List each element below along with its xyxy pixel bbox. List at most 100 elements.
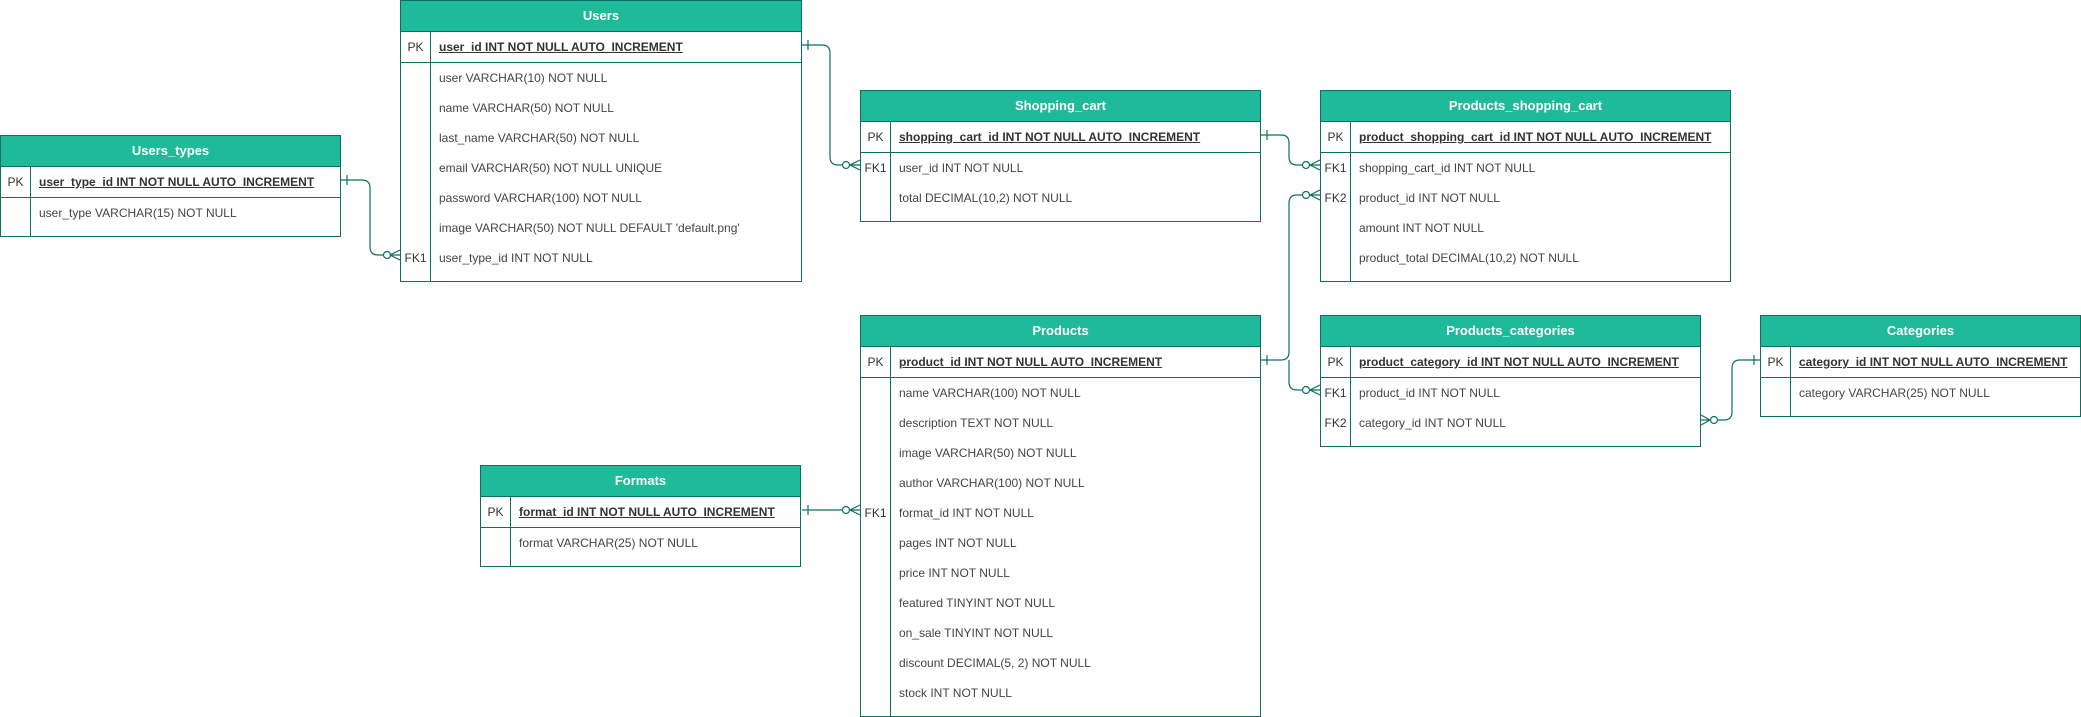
table-row[interactable]: description TEXT NOT NULL bbox=[861, 408, 1260, 438]
connector-users-types-users bbox=[341, 175, 401, 261]
key-label bbox=[401, 63, 430, 93]
key-label bbox=[861, 618, 890, 648]
table-shopping-cart[interactable]: Shopping_cart PK shopping_cart_id INT NO… bbox=[860, 90, 1261, 222]
column-divider bbox=[890, 153, 891, 221]
column-divider bbox=[890, 122, 891, 152]
key-label bbox=[481, 528, 510, 558]
table-formats-pk-row[interactable]: PK format_id INT NOT NULL AUTO_INCREMENT bbox=[481, 497, 800, 528]
key-label bbox=[401, 123, 430, 153]
table-row[interactable]: amount INT NOT NULL bbox=[1321, 213, 1730, 243]
table-row[interactable]: discount DECIMAL(5, 2) NOT NULL bbox=[861, 648, 1260, 678]
column-text: user VARCHAR(10) NOT NULL bbox=[439, 71, 608, 85]
column-divider bbox=[1350, 347, 1351, 377]
pk-column: user_type_id INT NOT NULL AUTO_INCREMENT bbox=[39, 175, 315, 189]
key-label bbox=[861, 183, 890, 213]
pk-label: PK bbox=[867, 130, 884, 144]
table-row[interactable]: last_name VARCHAR(50) NOT NULL bbox=[401, 123, 801, 153]
connector-products-products-shopping-cart bbox=[1261, 189, 1321, 365]
table-products-categories-pk-row[interactable]: PK product_category_id INT NOT NULL AUTO… bbox=[1321, 347, 1700, 378]
table-row[interactable]: password VARCHAR(100) NOT NULL bbox=[401, 183, 801, 213]
pk-column: shopping_cart_id INT NOT NULL AUTO_INCRE… bbox=[899, 130, 1201, 144]
key-label bbox=[861, 528, 890, 558]
table-row[interactable]: user VARCHAR(10) NOT NULL bbox=[401, 63, 801, 93]
table-users-types-pk-row[interactable]: PK user_type_id INT NOT NULL AUTO_INCREM… bbox=[1, 167, 340, 198]
pk-column: product_category_id INT NOT NULL AUTO_IN… bbox=[1359, 355, 1679, 369]
table-products-title: Products bbox=[861, 316, 1260, 347]
table-shopping-cart-pk-row[interactable]: PK shopping_cart_id INT NOT NULL AUTO_IN… bbox=[861, 122, 1260, 153]
pk-label: PK bbox=[1767, 355, 1784, 369]
table-users-types-title: Users_types bbox=[1, 136, 340, 167]
column-text: description TEXT NOT NULL bbox=[899, 416, 1054, 430]
key-label bbox=[861, 588, 890, 618]
column-divider bbox=[1350, 378, 1351, 446]
column-divider bbox=[430, 63, 431, 281]
key-label bbox=[1321, 213, 1350, 243]
connector-users-shopping-cart bbox=[802, 40, 861, 171]
column-text: name VARCHAR(100) NOT NULL bbox=[899, 386, 1081, 400]
table-products-categories[interactable]: Products_categories PK product_category_… bbox=[1320, 315, 1701, 447]
table-row[interactable]: category VARCHAR(25) NOT NULL bbox=[1761, 378, 2080, 408]
table-products-pk-row[interactable]: PK product_id INT NOT NULL AUTO_INCREMEN… bbox=[861, 347, 1260, 378]
table-categories-title: Categories bbox=[1761, 316, 2080, 347]
table-products-shopping-cart-pk-row[interactable]: PK product_shopping_cart_id INT NOT NULL… bbox=[1321, 122, 1730, 153]
connector-shopping-cart-products-shopping-cart bbox=[1261, 130, 1321, 171]
key-label bbox=[1321, 243, 1350, 273]
table-users[interactable]: Users PK user_id INT NOT NULL AUTO_INCRE… bbox=[400, 0, 802, 282]
column-text: user_type VARCHAR(15) NOT NULL bbox=[39, 206, 237, 220]
table-row[interactable]: image VARCHAR(50) NOT NULL DEFAULT 'defa… bbox=[401, 213, 801, 243]
column-divider bbox=[1790, 347, 1791, 377]
table-row[interactable]: featured TINYINT NOT NULL bbox=[861, 588, 1260, 618]
key-label bbox=[401, 93, 430, 123]
key-label: FK1 bbox=[1324, 386, 1347, 400]
table-users-types[interactable]: Users_types PK user_type_id INT NOT NULL… bbox=[0, 135, 341, 237]
key-label bbox=[401, 213, 430, 243]
table-row[interactable]: email VARCHAR(50) NOT NULL UNIQUE bbox=[401, 153, 801, 183]
table-row[interactable]: name VARCHAR(50) NOT NULL bbox=[401, 93, 801, 123]
key-label: FK2 bbox=[1324, 416, 1347, 430]
table-row[interactable]: author VARCHAR(100) NOT NULL bbox=[861, 468, 1260, 498]
column-text: product_id INT NOT NULL bbox=[1359, 191, 1500, 205]
table-row[interactable]: product_total DECIMAL(10,2) NOT NULL bbox=[1321, 243, 1730, 273]
key-label bbox=[1, 198, 30, 228]
table-row[interactable]: price INT NOT NULL bbox=[861, 558, 1260, 588]
key-label bbox=[861, 678, 890, 708]
table-row[interactable]: on_sale TINYINT NOT NULL bbox=[861, 618, 1260, 648]
key-label bbox=[861, 468, 890, 498]
table-row[interactable]: user_type VARCHAR(15) NOT NULL bbox=[1, 198, 340, 228]
column-text: email VARCHAR(50) NOT NULL UNIQUE bbox=[439, 161, 663, 175]
column-text: price INT NOT NULL bbox=[899, 566, 1010, 580]
column-divider bbox=[510, 528, 511, 566]
column-text: amount INT NOT NULL bbox=[1359, 221, 1484, 235]
table-products-shopping-cart[interactable]: Products_shopping_cart PK product_shoppi… bbox=[1320, 90, 1731, 282]
table-formats-title: Formats bbox=[481, 466, 800, 497]
key-label: FK1 bbox=[864, 506, 887, 520]
table-row[interactable]: stock INT NOT NULL bbox=[861, 678, 1260, 708]
key-label bbox=[861, 558, 890, 588]
table-row[interactable]: pages INT NOT NULL bbox=[861, 528, 1260, 558]
table-row[interactable]: name VARCHAR(100) NOT NULL bbox=[861, 378, 1260, 408]
table-categories[interactable]: Categories PK category_id INT NOT NULL A… bbox=[1760, 315, 2081, 417]
table-products[interactable]: Products PK product_id INT NOT NULL AUTO… bbox=[860, 315, 1261, 717]
column-divider bbox=[30, 167, 31, 197]
column-text: category VARCHAR(25) NOT NULL bbox=[1799, 386, 1990, 400]
table-row[interactable]: total DECIMAL(10,2) NOT NULL bbox=[861, 183, 1260, 213]
table-users-pk-row[interactable]: PK user_id INT NOT NULL AUTO_INCREMENT bbox=[401, 32, 801, 63]
column-divider bbox=[30, 198, 31, 236]
column-text: author VARCHAR(100) NOT NULL bbox=[899, 476, 1085, 490]
column-text: discount DECIMAL(5, 2) NOT NULL bbox=[899, 656, 1091, 670]
table-row[interactable]: format VARCHAR(25) NOT NULL bbox=[481, 528, 800, 558]
key-label bbox=[861, 438, 890, 468]
column-divider bbox=[1350, 153, 1351, 281]
table-categories-pk-row[interactable]: PK category_id INT NOT NULL AUTO_INCREME… bbox=[1761, 347, 2080, 378]
key-label bbox=[861, 648, 890, 678]
table-row[interactable]: image VARCHAR(50) NOT NULL bbox=[861, 438, 1260, 468]
table-formats[interactable]: Formats PK format_id INT NOT NULL AUTO_I… bbox=[480, 465, 801, 567]
